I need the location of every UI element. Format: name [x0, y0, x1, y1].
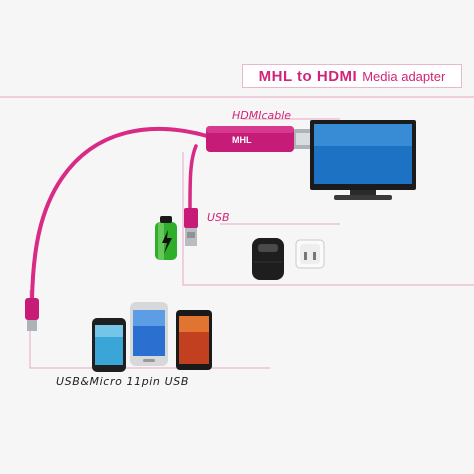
adapter-brand: MHL — [232, 135, 252, 145]
usb-leader — [182, 152, 474, 286]
title-box: MHL to HDMI Media adapter — [242, 64, 462, 88]
hdmi-cable-label: HDMIcable — [232, 109, 292, 122]
title-sub: Media adapter — [362, 68, 446, 84]
tv-icon — [310, 120, 416, 200]
usb-cable — [188, 144, 198, 210]
phone-icon — [130, 302, 168, 366]
wall-charger-icon — [295, 239, 325, 269]
phone-icon — [176, 310, 212, 370]
usb-plug — [184, 208, 198, 246]
mhl-adapter: MHL — [206, 126, 314, 152]
phone-icon — [92, 318, 126, 372]
usb-micro-label: USB&Micro 11pin USB — [56, 375, 189, 388]
power-bank-icon — [252, 238, 284, 280]
mhl-cable — [30, 126, 209, 302]
usb-label: USB — [207, 211, 230, 224]
title-main: MHL to HDMI — [258, 67, 358, 85]
micro-usb-plug — [25, 298, 39, 331]
battery-icon — [155, 216, 177, 260]
